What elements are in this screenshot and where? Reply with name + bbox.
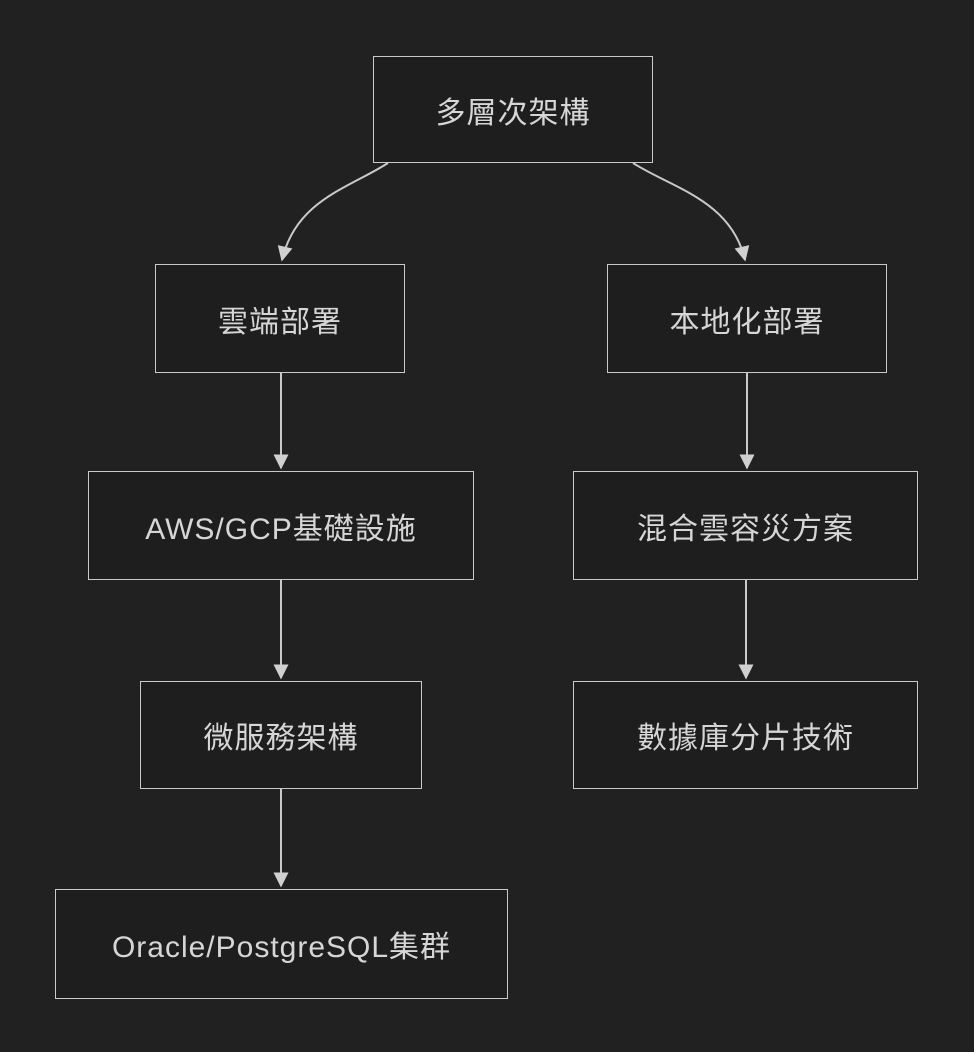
edge-root-to-cloud <box>277 162 389 262</box>
node-label: 混合雲容災方案 <box>637 512 854 546</box>
node-label: 數據庫分片技術 <box>637 722 854 755</box>
node-cloud-deployment: 雲端部署 <box>155 264 405 373</box>
node-label: 雲端部署 <box>218 305 342 339</box>
node-label: 多層次架構 <box>435 96 591 130</box>
node-multi-tier-architecture: 多層次架構 <box>373 56 653 163</box>
node-microservices-architecture: 微服務架構 <box>140 681 422 789</box>
node-oracle-postgresql-cluster: Oracle/PostgreSQL集群 <box>55 889 508 999</box>
node-hybrid-cloud-dr: 混合雲容災方案 <box>573 471 918 580</box>
node-label: 本地化部署 <box>669 305 825 339</box>
node-onprem-deployment: 本地化部署 <box>607 264 887 373</box>
node-aws-gcp-infrastructure: AWS/GCP基礎設施 <box>88 471 474 580</box>
edge-root-to-onprem <box>632 162 750 262</box>
node-database-sharding: 數據庫分片技術 <box>573 681 918 789</box>
node-label: Oracle/PostgreSQL集群 <box>111 931 452 964</box>
node-label: 微服務架構 <box>203 722 359 755</box>
node-label: AWS/GCP基礎設施 <box>145 512 417 546</box>
